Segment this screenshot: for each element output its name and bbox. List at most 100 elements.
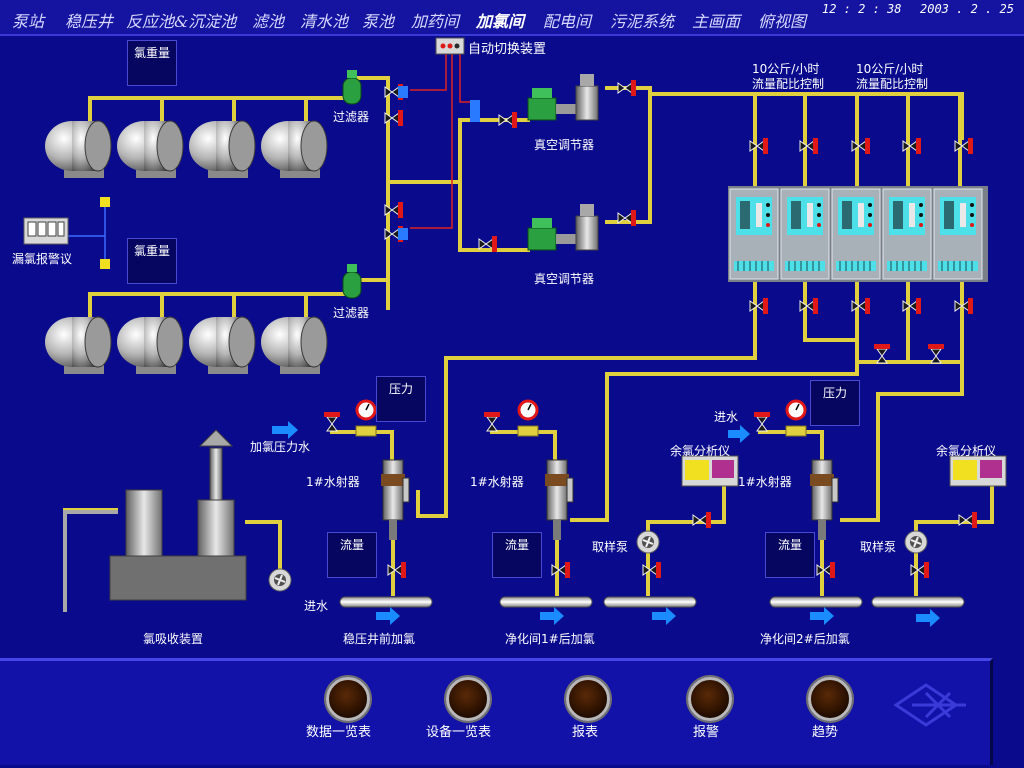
alarm-button[interactable] <box>688 677 732 721</box>
filter-top <box>342 70 362 105</box>
alarm-sensor-top <box>100 197 110 207</box>
nav-power-room[interactable]: 配电间 <box>543 12 592 31</box>
equipment-list-label: 设备一览表 <box>426 725 492 740</box>
pressure-label-2: 压力 <box>822 386 847 400</box>
dosing-pipe <box>871 596 965 608</box>
nav-clear-water-tank[interactable]: 清水池 <box>300 12 349 31</box>
clock-date: 2003 . 2 . 25 <box>920 2 1014 16</box>
chlorine-cylinder <box>116 316 184 375</box>
valve[interactable] <box>851 297 871 315</box>
sample-pump-1-label: 取样泵 <box>592 540 629 554</box>
absorber-label: 氯吸收装置 <box>143 632 204 646</box>
flow-label-1: 流量 <box>339 538 364 552</box>
ejector-3-label: 1#水射器 <box>738 475 792 489</box>
leak-alarm-label: 漏氯报警议 <box>12 252 73 266</box>
residual-chlorine-analyzer <box>681 455 739 487</box>
nav-pressure-well[interactable]: 稳压井 <box>65 12 114 31</box>
residual-analyzer-2-label: 余氯分析仪 <box>936 444 997 458</box>
leak-alarm-device <box>23 217 69 245</box>
nav-chlorination-room[interactable]: 加氯间 <box>476 12 525 31</box>
dosing-pipe <box>499 596 593 608</box>
valve[interactable] <box>851 137 871 155</box>
valve[interactable] <box>642 561 662 579</box>
valve[interactable] <box>483 411 501 432</box>
valve[interactable] <box>954 137 974 155</box>
valve[interactable] <box>902 137 922 155</box>
nav-pump-station[interactable]: 泵站 <box>12 12 45 31</box>
alarm-line <box>68 202 106 264</box>
flow-ratio-control-2: 10公斤/小时 流量配比控制 <box>856 62 929 91</box>
report-button[interactable] <box>566 677 610 721</box>
flow-box-3: 流量 <box>765 532 815 578</box>
inlet-water-label-2: 进水 <box>304 599 329 613</box>
chlorine-cylinder <box>260 316 328 375</box>
valve[interactable] <box>551 561 571 579</box>
equipment-list-button[interactable] <box>446 677 490 721</box>
sample-pump <box>636 530 660 554</box>
pressure-gauge-icon <box>355 399 377 421</box>
dosing-pipe <box>603 596 697 608</box>
chlorine-cylinder <box>188 120 256 179</box>
filter-bottom-label: 过滤器 <box>333 306 370 320</box>
nav-main-screen[interactable]: 主画面 <box>692 12 741 31</box>
valve[interactable] <box>910 561 930 579</box>
process-diagram <box>23 37 1007 627</box>
valve[interactable] <box>958 511 978 529</box>
valve[interactable] <box>799 297 819 315</box>
water-ejector <box>380 459 410 541</box>
auto-switch-label: 自动切换装置 <box>468 42 547 57</box>
data-overview-button[interactable] <box>326 677 370 721</box>
absorber-pump <box>268 568 292 592</box>
vacuum-regulator-bottom-label: 真空调节器 <box>534 272 595 286</box>
valve[interactable] <box>816 561 836 579</box>
valve[interactable] <box>387 561 407 579</box>
control-panel <box>882 188 932 280</box>
chlorine-cylinder <box>188 316 256 375</box>
dosing-2-label: 净化间1#后加氯 <box>505 632 595 646</box>
valve[interactable] <box>902 297 922 315</box>
control-panel <box>933 188 983 280</box>
pressure-label-1: 压力 <box>388 382 413 396</box>
valve[interactable] <box>692 511 712 529</box>
flow-box-2: 流量 <box>492 532 542 578</box>
trend-button[interactable] <box>808 677 852 721</box>
nav-reaction-sedimentation[interactable]: 反应池&沉淀池 <box>126 12 237 31</box>
dosing-3-label: 净化间2#后加氯 <box>760 632 850 646</box>
vacuum-regulator-top-label: 真空调节器 <box>534 138 595 152</box>
flow-meter-icon <box>398 86 408 98</box>
clock-time: 12 : 2 : 38 <box>822 2 902 16</box>
valve[interactable] <box>749 297 769 315</box>
chlorine-absorber <box>63 429 247 612</box>
nav-pump-pool[interactable]: 泵池 <box>362 12 395 31</box>
valve[interactable] <box>617 79 637 97</box>
control-panel <box>729 188 779 280</box>
bottom-control-bar: 数据一览表 设备一览表 报表 报警 趋势 <box>0 658 993 765</box>
flow-arrows <box>272 421 940 627</box>
dosing-1-label: 稳压井前加氯 <box>343 632 416 646</box>
nav-filter-tank[interactable]: 滤池 <box>252 12 285 31</box>
valve[interactable] <box>749 137 769 155</box>
nav-top-view[interactable]: 俯视图 <box>758 12 807 31</box>
residual-analyzer-1-label: 余氯分析仪 <box>670 444 731 458</box>
chlorine-cylinder <box>260 120 328 179</box>
valve[interactable] <box>498 111 518 129</box>
valve[interactable] <box>753 411 771 432</box>
flow-label-3: 流量 <box>777 538 802 552</box>
signal-lines <box>410 52 474 229</box>
ejector-2-label: 1#水射器 <box>470 475 524 489</box>
dosing-pipe <box>339 596 433 608</box>
dosing-pipe <box>769 596 863 608</box>
chlorine-weight-bottom: 氯重量 <box>127 238 177 284</box>
chlorine-cylinder <box>116 120 184 179</box>
flow-box-1: 流量 <box>327 532 377 578</box>
flow-label-2: 流量 <box>504 538 529 552</box>
valve[interactable] <box>799 137 819 155</box>
top-nav-bar: 泵站 稳压井 反应池&沉淀池 滤池 清水池 泵池 加药间 加氯间 配电间 污泥系… <box>0 0 1024 36</box>
nav-dosing-room[interactable]: 加药间 <box>411 12 460 31</box>
pressure-gauge-icon <box>785 399 807 421</box>
pressure-gauge-icon <box>517 399 539 421</box>
valve[interactable] <box>323 411 341 432</box>
nav-sludge-system[interactable]: 污泥系统 <box>610 12 675 31</box>
residual-chlorine-analyzer <box>949 455 1007 487</box>
water-ejector <box>544 459 574 541</box>
